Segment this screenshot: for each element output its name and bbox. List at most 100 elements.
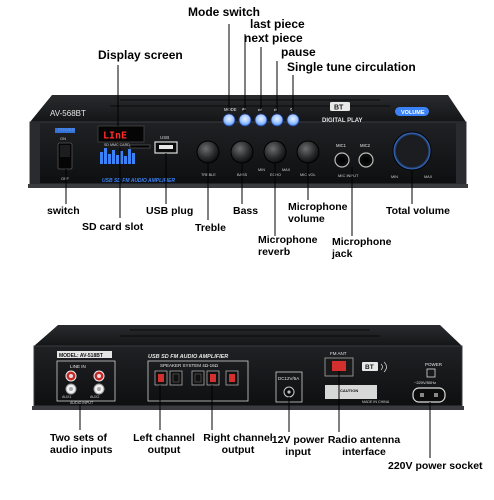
knobs	[196, 140, 320, 164]
annotation-bass: Bass	[233, 205, 259, 217]
on-label: ON	[60, 136, 66, 141]
ac-power-label: POWER	[425, 362, 443, 367]
annotation-two-sets-audio-line1: Two sets of	[50, 432, 107, 444]
annotation-power-input: 12V power input	[270, 434, 326, 458]
sd-card-slot[interactable]	[129, 144, 151, 149]
volume-badge	[395, 107, 429, 116]
made-in-label: MADE IN CHINA	[362, 400, 390, 404]
annotation-mic-jack: Microphone jack	[332, 236, 392, 260]
annotation-treble: Treble	[195, 222, 226, 234]
volume-badge-text: VOLUME	[401, 110, 425, 116]
annotation-usb-plug: USB plug	[146, 205, 194, 217]
annotation-mic-jack-line1: Microphone	[332, 236, 392, 248]
echo-knob-label: ECHO	[270, 173, 281, 177]
annotation-mode-switch: Mode switch	[188, 5, 261, 19]
line-in-box	[56, 360, 116, 402]
previous-button[interactable]	[238, 113, 252, 127]
echo-min-label: MIN	[258, 168, 265, 172]
annotation-radio-antenna-line2: interface	[342, 446, 386, 458]
leader-lines	[65, 24, 431, 458]
front-model-text: AV-568BT	[50, 109, 86, 118]
bt-badge-text: BT	[334, 105, 344, 112]
repeat-button[interactable]	[286, 113, 300, 127]
audio-input-label: AUDIO INPUT	[70, 401, 94, 405]
speaker-terminals	[154, 370, 239, 386]
sd-card-label: SD MMC CARD	[104, 143, 130, 147]
rca-jacks	[65, 370, 105, 395]
annotation-two-sets-audio-line2: audio inputs	[50, 444, 113, 456]
annotation-switch: switch	[47, 205, 80, 217]
aux1-label: AUX1	[62, 395, 71, 399]
annotation-left-channel-line2: output	[147, 444, 181, 456]
rear-model-text: MODEL: AV-518BT	[59, 353, 103, 359]
next-button[interactable]	[254, 113, 268, 127]
volume-min-label: MIN	[391, 175, 398, 179]
rear-bt-badge: BT	[365, 364, 374, 371]
previous-icon: ⏮	[242, 107, 246, 112]
treble-knob-label: TREBLE	[201, 173, 216, 177]
caution-label: CAUTION	[340, 388, 358, 393]
front-top-lid	[30, 95, 466, 122]
aux2-label: AUX2	[90, 395, 99, 399]
bass-knob[interactable]	[230, 140, 254, 164]
digital-play-text: DIGITAL PLAY	[322, 118, 363, 124]
volume-max-label: MAX	[424, 175, 433, 179]
annotation-single-tune: Single tune circulation	[287, 60, 416, 74]
mic1-label: MIC1	[336, 143, 347, 148]
mic2-label: MIC2	[360, 143, 371, 148]
bt-badge	[330, 102, 350, 111]
annotation-right-channel: Right channel output	[200, 432, 276, 456]
left-red-terminal[interactable]	[158, 374, 164, 382]
annotation-pause: pause	[281, 45, 316, 59]
ac-voltage-label: ~220V/50Hz	[414, 380, 436, 385]
annotation-mic-volume-line2: volume	[288, 213, 325, 225]
pause-button[interactable]	[270, 113, 284, 127]
annotation-next-piece: next piece	[244, 31, 303, 45]
usb-label: USB	[160, 135, 169, 140]
ac-power-socket[interactable]	[412, 387, 446, 403]
annotation-mic-reverb-line1: Microphone	[258, 234, 318, 246]
speaker-system-label: SPEAKER SYSTEM 4Ω-16Ω	[160, 363, 219, 368]
left-black-terminal[interactable]	[172, 373, 180, 383]
pause-icon: ⏯	[274, 107, 278, 112]
transport-buttons	[222, 113, 300, 127]
line-in-label: LINE IN	[70, 364, 86, 369]
annotation-left-channel-line1: Left channel	[133, 432, 195, 444]
annotation-power-socket: 220V power socket	[388, 460, 483, 472]
annotation-two-sets-audio: Two sets of audio inputs	[50, 432, 112, 456]
annotation-power-input-line1: 12V power	[271, 434, 325, 446]
annotation-sd-card-slot: SD card slot	[82, 221, 144, 233]
annotation-radio-antenna-line1: Radio antenna	[327, 434, 401, 446]
annotation-right-channel-line1: Right channel	[203, 432, 273, 444]
rear-panel: MODEL: AV-518BT LINE IN AUX1 AUX2 AUDIO …	[32, 325, 464, 410]
fm-antenna-clip[interactable]	[332, 361, 346, 371]
treble-knob[interactable]	[196, 140, 220, 164]
right-black-terminal[interactable]	[194, 373, 202, 383]
display-readout: LInE	[103, 131, 127, 142]
mic-input-label: MIC INPUT	[338, 173, 359, 178]
annotation-radio-antenna: Radio antenna interface	[326, 434, 402, 458]
annotation-display-screen: Display screen	[98, 48, 183, 62]
annotation-left-channel: Left channel output	[128, 432, 200, 456]
right-red-terminal[interactable]	[210, 374, 216, 382]
annotation-mic-jack-line2: jack	[332, 248, 353, 260]
next-icon: ⏭	[258, 107, 262, 112]
mode-text: MODE	[224, 107, 237, 112]
echo-knob[interactable]	[263, 140, 287, 164]
front-brand-strip: USB SD FM AUDIO AMPLIFIER	[102, 178, 175, 184]
dc-label: DC12V/5A	[278, 376, 299, 381]
display-screen	[97, 125, 145, 143]
annotation-right-channel-line2: output	[221, 444, 255, 456]
echo-max-label: MAX	[282, 168, 291, 172]
repeat-icon: ↻	[290, 107, 294, 112]
mic-vol-knob[interactable]	[296, 140, 320, 164]
annotation-mic-volume-line1: Microphone	[288, 201, 348, 213]
annotation-mic-reverb-line2: reverb	[258, 246, 291, 258]
mode-button[interactable]	[222, 113, 236, 127]
annotation-total-volume: Total volume	[386, 205, 450, 217]
bluetooth-waves-icon	[380, 361, 387, 373]
off-label: OFF	[61, 176, 70, 181]
rear-brand-strip: USB SD FM AUDIO AMPLIFIER	[148, 354, 228, 360]
annotation-mic-reverb: Microphone reverb	[258, 234, 318, 258]
